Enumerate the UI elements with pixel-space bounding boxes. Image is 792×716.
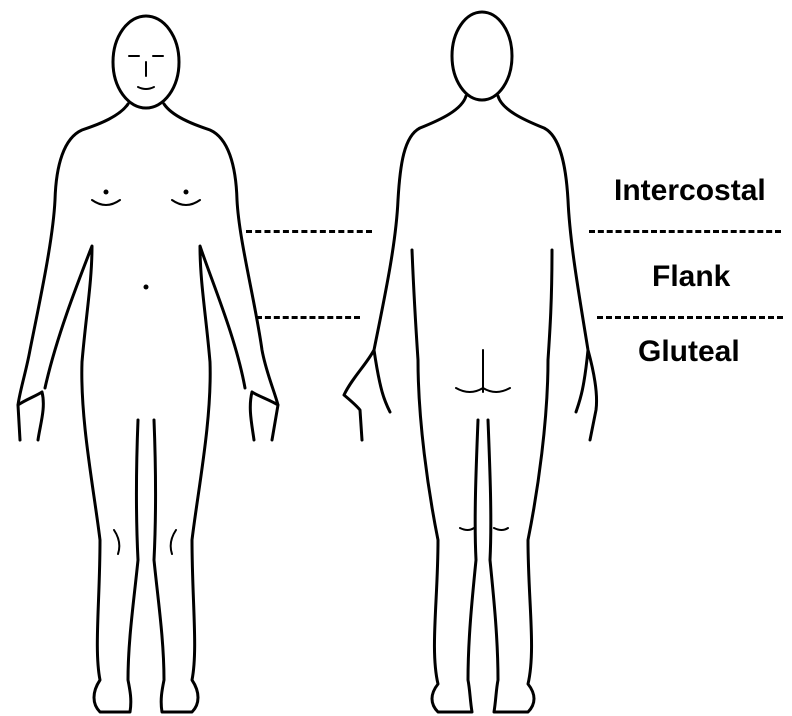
intercostal-flank-divider-right [589, 230, 781, 233]
back-gluteal-line [456, 350, 510, 392]
front-navel [144, 285, 149, 290]
flank-gluteal-divider-left [256, 316, 360, 319]
back-left-outline [344, 96, 478, 712]
front-left-outline [18, 104, 138, 712]
front-chest-lines [92, 200, 200, 205]
back-figure [344, 12, 597, 712]
back-head [452, 12, 512, 100]
front-left-nipple [104, 190, 109, 195]
front-figure [18, 16, 278, 712]
intercostal-flank-divider-left [246, 230, 372, 233]
back-right-outline [488, 96, 597, 712]
front-right-nipple [184, 190, 189, 195]
flank-gluteal-divider-right [597, 316, 783, 319]
front-knees [114, 530, 176, 554]
front-face [129, 56, 163, 89]
label-intercostal: Intercostal [614, 176, 766, 206]
label-gluteal: Gluteal [638, 337, 740, 367]
label-flank: Flank [652, 262, 730, 292]
front-right-outline [154, 104, 278, 712]
back-knees [460, 528, 508, 530]
